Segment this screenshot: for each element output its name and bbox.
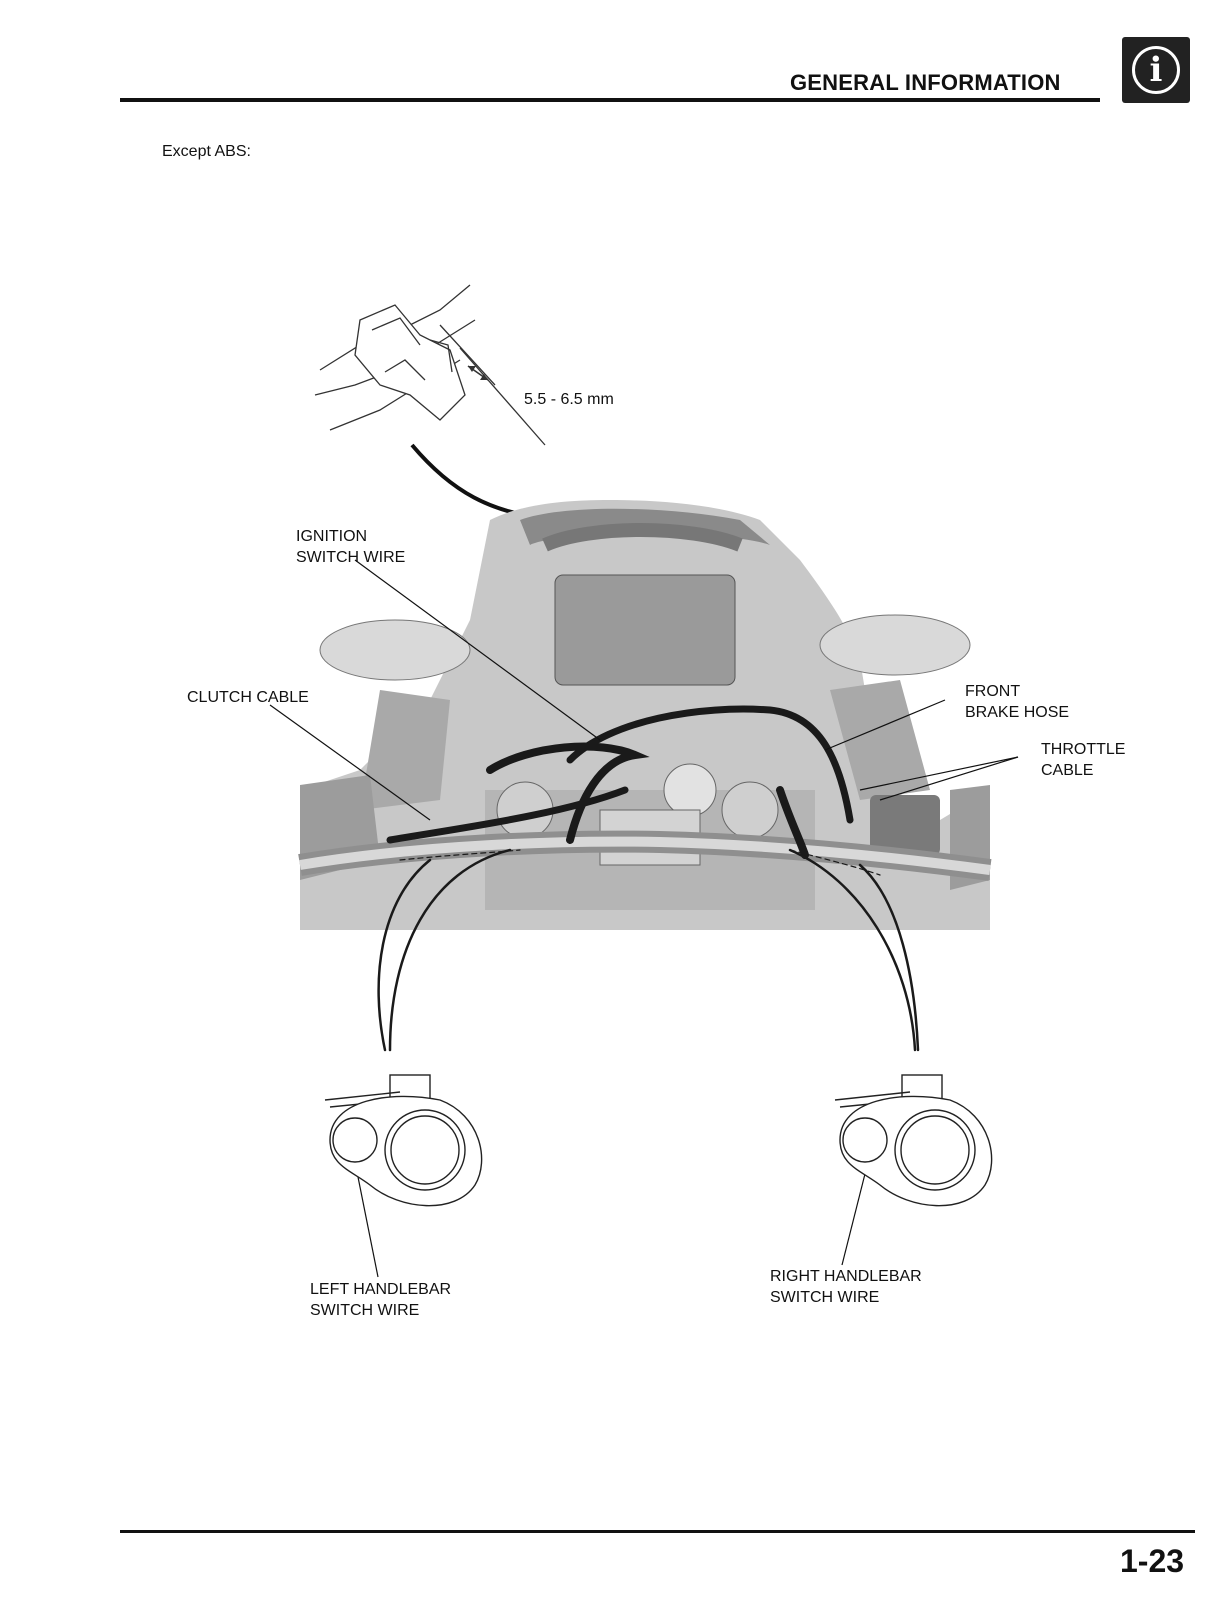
right-handlebar-switch-detail (834, 1074, 993, 1207)
motorcycle-front-illustration (298, 500, 992, 930)
page-header-title: GENERAL INFORMATION (790, 70, 1061, 95)
right-switch-wire-curve (788, 848, 917, 1052)
front-brake-hose-label-line1: FRONT (965, 683, 1020, 700)
right-switch-wire-curve-2 (858, 863, 920, 1052)
left-switch-wire-curve (377, 858, 432, 1052)
footer-rule (120, 1530, 1195, 1533)
right-handlebar-switch-wire-label-line2: SWITCH WIRE (770, 1289, 879, 1306)
throttle-cable-label-line1: THROTTLE (1041, 741, 1125, 758)
page-number: 1-23 (1120, 1543, 1185, 1579)
header-rule (120, 98, 1100, 102)
right-handlebar-switch-wire-label-line1: RIGHT HANDLEBAR (770, 1268, 922, 1285)
front-brake-hose-label-line2: BRAKE HOSE (965, 704, 1069, 721)
section-subtitle: Except ABS: (162, 143, 251, 160)
left-handlebar-switch-wire-label-line1: LEFT HANDLEBAR (310, 1281, 451, 1298)
clutch-cable-label: CLUTCH CABLE (187, 689, 309, 706)
throttle-cable-route (776, 786, 809, 859)
info-icon: i (1122, 37, 1190, 103)
throttle-cable-label-line2: CABLE (1041, 762, 1093, 779)
ignition-switch-wire-label-line2: SWITCH WIRE (296, 549, 405, 566)
left-switch-wire-curve-2 (388, 848, 512, 1052)
left-handlebar-switch-wire-label-line2: SWITCH WIRE (310, 1302, 419, 1319)
clutch-cable-on-bar (386, 786, 629, 844)
dimension-label: 5.5 - 6.5 mm (524, 391, 614, 408)
leader-lines (269, 559, 1019, 1278)
clutch-lever-detail-illustration (314, 284, 546, 446)
info-icon-glyph: i (1132, 46, 1180, 94)
front-brake-hose-route (566, 705, 854, 824)
left-handlebar-switch-detail (324, 1074, 483, 1207)
cable-routes (377, 705, 920, 1052)
ignition-switch-wire-label-line1: IGNITION (296, 528, 367, 545)
